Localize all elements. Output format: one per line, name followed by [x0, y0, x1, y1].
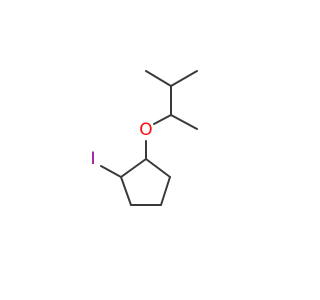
oxygen-atom-label: O — [139, 120, 152, 140]
bond-ring-to-iodine — [100, 165, 122, 178]
ring-bond-2 — [160, 176, 171, 206]
bond-methyl-top-left — [145, 70, 172, 87]
skeleton-bonds — [100, 70, 198, 206]
molecule-structure-diagram: O I — [90, 70, 198, 206]
iodine-atom-label: I — [90, 149, 95, 169]
bond-methyl-right — [170, 114, 198, 130]
bond-ch-to-oxygen — [153, 114, 172, 125]
ring-bond-4 — [120, 176, 132, 206]
ring-bond-5 — [120, 158, 147, 178]
bond-methyl-top-right — [170, 70, 198, 87]
ring-bond-1 — [145, 158, 171, 178]
